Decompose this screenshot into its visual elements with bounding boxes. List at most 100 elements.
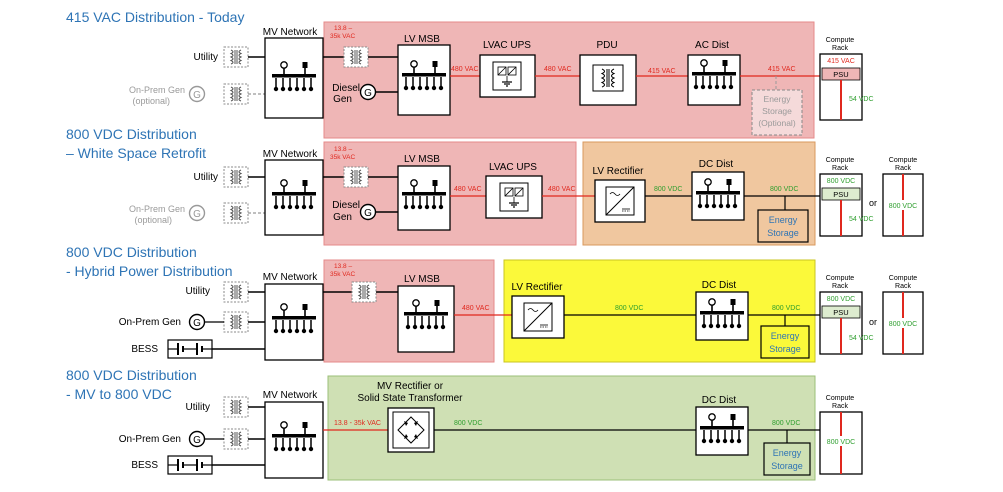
row2-rack-label-2: Rack	[832, 165, 848, 172]
row4-800vdc-label-b: 800 VDC	[772, 420, 800, 427]
row2-rack-label-1: Compute	[826, 157, 855, 164]
row4-title-line2: - MV to 800 VDC	[66, 386, 172, 402]
row2-rack2-label-1: Compute	[889, 157, 918, 164]
row2-lvac-ups-label: LVAC UPS	[489, 162, 537, 173]
row3-mv-voltage-line2: 35k VAC	[330, 271, 355, 278]
row4-gen-transformer-icon	[223, 428, 249, 450]
row3-utility-transformer-icon	[223, 281, 249, 303]
row3-generator-icon	[188, 313, 206, 331]
row2-800vdc-label-a: 800 VDC	[654, 186, 682, 193]
row1-gen-transformer-icon	[223, 83, 249, 105]
row3-dc-dist-label: DC Dist	[702, 280, 737, 291]
row3-rack2-label-2: Rack	[895, 283, 911, 290]
row1-ac-dist-label: AC Dist	[695, 40, 729, 51]
row3-battery-icon	[167, 339, 213, 359]
row2-title-line1: 800 VDC Distribution	[66, 126, 197, 142]
row1-es-label-2: Storage	[762, 106, 792, 116]
row4-mv-rectifier-label-2: Solid State Transformer	[357, 393, 463, 404]
row2-rack-input-voltage: 800 VDC	[827, 178, 855, 185]
row2-480vac-label-b: 480 VAC	[548, 186, 576, 193]
row4-gen-label: On-Prem Gen	[119, 434, 181, 445]
row2-generator-icon	[188, 204, 206, 222]
row3-energy-storage-box	[760, 325, 810, 359]
row2-gen-optional-label: (optional)	[134, 215, 172, 225]
row3-480vac-label: 480 VAC	[462, 305, 490, 312]
row3-title-line2: - Hybrid Power Distribution	[66, 263, 233, 279]
row1-480vac-label-a: 480 VAC	[451, 66, 479, 73]
row1-gen-label: On-Prem Gen	[129, 85, 185, 95]
row2-rack2-label-2: Rack	[895, 165, 911, 172]
row3-lv-rectifier-label: LV Rectifier	[512, 282, 564, 293]
row2-diesel-gen-label: Gen	[333, 212, 352, 223]
row4-rack-voltage: 800 VDC	[827, 439, 855, 446]
row3-800vdc-label-a: 800 VDC	[615, 305, 643, 312]
row1-pdu-transformer-icon	[592, 64, 624, 92]
row4-utility-transformer-icon	[223, 396, 249, 418]
row1-gen-optional-label: (optional)	[132, 96, 170, 106]
row4-rack-label-1: Compute	[826, 395, 855, 402]
row2-rectifier-icon	[605, 186, 635, 216]
row1-rack-input-voltage: 415 VAC	[827, 58, 855, 65]
row1-utility-transformer-icon	[223, 46, 249, 68]
row1-mv-voltage-line1: 13.8 –	[334, 25, 352, 32]
row4-mv-network-box	[264, 401, 324, 479]
row1-title: 415 VAC Distribution - Today	[66, 9, 244, 25]
row1-mv-voltage-line2: 35k VAC	[330, 33, 355, 40]
row-mv-to-800vdc: 800 VDC Distribution - MV to 800 VDC Uti…	[66, 367, 863, 481]
row1-mv-network-box	[264, 37, 324, 119]
row4-bess-label: BESS	[131, 460, 158, 471]
row-800vdc-hybrid: 800 VDC Distribution - Hybrid Power Dist…	[66, 244, 924, 363]
row-415vac-today: 415 VAC Distribution - Today Utility On-…	[66, 9, 874, 139]
row1-es-label-1: Energy	[764, 94, 792, 104]
row1-diesel-gen-label: Gen	[333, 94, 352, 105]
row3-rack-label-1: Compute	[826, 275, 855, 282]
row4-800vdc-label-a: 800 VDC	[454, 420, 482, 427]
row1-ups-icon	[492, 61, 522, 91]
row1-diesel-label: Diesel	[332, 83, 360, 94]
row4-utility-label: Utility	[186, 402, 210, 413]
row2-mv-network-box	[264, 159, 324, 236]
row4-energy-storage-box	[763, 442, 811, 476]
row4-es-label-1: Energy	[773, 448, 802, 458]
row3-gen-label: On-Prem Gen	[119, 317, 181, 328]
row1-pdu-label: PDU	[596, 40, 617, 51]
row2-energy-storage-box	[757, 209, 809, 243]
row1-diesel-generator-icon	[359, 83, 377, 101]
row3-lv-msb-box	[397, 285, 455, 353]
row-800vdc-retrofit: 800 VDC Distribution – White Space Retro…	[66, 126, 924, 246]
row3-rack-output-voltage: 54 VDC	[849, 335, 874, 342]
row2-800vdc-label-b: 800 VDC	[770, 186, 798, 193]
row2-es-label-1: Energy	[769, 215, 798, 225]
row3-bess-label: BESS	[131, 344, 158, 355]
row3-mv-network-box	[264, 283, 324, 361]
row2-480vac-label-a: 480 VAC	[454, 186, 482, 193]
row2-diesel-label: Diesel	[332, 200, 360, 211]
row3-title-line1: 800 VDC Distribution	[66, 244, 197, 260]
row1-energy-storage-optional-box	[751, 89, 803, 136]
row2-rack2-voltage: 800 VDC	[889, 203, 917, 210]
row2-lv-transformer-icon	[343, 166, 369, 188]
row3-gen-transformer-icon	[223, 311, 249, 333]
row1-es-label-3: (Optional)	[758, 118, 795, 128]
row3-psu-label: PSU	[833, 308, 848, 317]
row2-mv-voltage-line1: 13.8 –	[334, 146, 352, 153]
row1-lv-msb-label: LV MSB	[404, 34, 440, 45]
row3-utility-label: Utility	[186, 286, 210, 297]
row2-mv-network-label: MV Network	[263, 149, 318, 160]
row1-415vac-label-b: 415 VAC	[768, 66, 796, 73]
row2-ups-icon	[499, 182, 529, 212]
row2-es-label-2: Storage	[767, 228, 799, 238]
row3-mv-network-label: MV Network	[263, 272, 318, 283]
row3-lv-transformer-icon	[351, 281, 377, 303]
row2-dc-dist-label: DC Dist	[699, 159, 734, 170]
row2-or-label: or	[869, 198, 877, 208]
row1-415vac-label-a: 415 VAC	[648, 68, 676, 75]
row4-rack-label-2: Rack	[832, 403, 848, 410]
row1-utility-label: Utility	[194, 52, 218, 63]
row1-480vac-label-b: 480 VAC	[544, 66, 572, 73]
row3-mv-voltage-line1: 13.8 –	[334, 263, 352, 270]
row2-diesel-generator-icon	[359, 203, 377, 221]
row2-utility-label: Utility	[194, 172, 218, 183]
row1-generator-icon	[188, 85, 206, 103]
row3-es-label-2: Storage	[769, 344, 801, 354]
